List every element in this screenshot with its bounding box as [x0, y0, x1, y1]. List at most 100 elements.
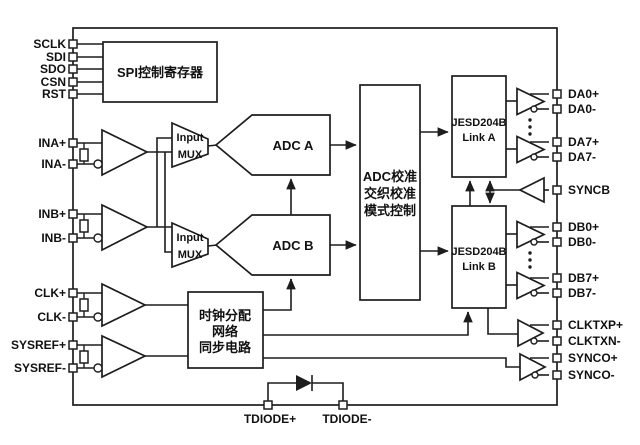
pin-clktxn-minus	[552, 336, 562, 346]
buffer-clktx-invert-bubble	[530, 337, 538, 345]
calibration-line1: ADC校准	[363, 169, 417, 184]
pin-da0-plus	[552, 89, 562, 99]
clock-distribution-line3: 同步电路	[199, 340, 252, 355]
pin-ina-minus	[68, 159, 78, 169]
pin-tdiode-minus	[338, 400, 348, 410]
pin-clk-minus	[68, 312, 78, 322]
pin-label-ina-plus: INA+	[38, 136, 66, 150]
pin-label-csn: CSN	[41, 75, 66, 89]
pin-label-sysref-minus: SYSREF-	[14, 361, 66, 375]
pin-inb-plus	[68, 209, 78, 219]
pin-clktxp-plus	[552, 320, 562, 330]
pin-label-sdi: SDI	[46, 50, 66, 64]
adc-b-label: ADC B	[272, 238, 313, 253]
input-mux-b-line2: MUX	[178, 249, 203, 261]
left-pin-labels: SCLK SDI SDO CSN RST INA+ INA- INB+ INB-…	[11, 37, 67, 375]
buffer-da7-invert-bubble	[530, 153, 538, 161]
jesd204b-link-b-line1: JESD204B	[451, 246, 506, 258]
clock-distribution-line2: 网络	[212, 324, 238, 339]
pin-ina-plus	[68, 138, 78, 148]
pin-da7-minus	[552, 152, 562, 162]
spi-control-register-block	[102, 41, 218, 103]
pin-label-db7-minus: DB7-	[568, 286, 596, 300]
amp-clk	[101, 282, 147, 328]
input-mux-b-block	[171, 221, 209, 269]
amp-ina	[101, 128, 149, 177]
jesd204b-link-b-block	[451, 205, 507, 309]
sysref-termination-resistor	[79, 350, 89, 364]
buffer-syncb	[518, 176, 545, 204]
pin-da0-minus	[552, 104, 562, 114]
adc-a-label: ADC A	[273, 138, 314, 153]
pin-csn	[68, 77, 78, 87]
amp-inb	[101, 203, 149, 252]
pin-label-db7-plus: DB7+	[568, 271, 599, 285]
input-mux-a-line2: MUX	[178, 149, 203, 161]
inb-termination-resistor	[79, 219, 89, 233]
pin-label-clk-minus: CLK-	[37, 310, 66, 324]
buffer-synco-invert-bubble	[531, 371, 539, 379]
pin-label-da7-plus: DA7+	[568, 135, 599, 149]
amp-sysref-invert-bubble	[93, 363, 103, 373]
pin-label-syncb: SYNCB	[568, 183, 610, 197]
pin-sclk	[68, 39, 78, 49]
output-buffers	[516, 87, 547, 382]
pin-sysref-plus	[68, 340, 78, 350]
pin-label-sdo: SDO	[40, 62, 66, 76]
pin-label-db0-minus: DB0-	[568, 235, 596, 249]
ina-termination-resistor	[79, 148, 89, 162]
jesd204b-link-a-line2: Link A	[462, 132, 495, 144]
pin-rst	[68, 89, 78, 99]
right-pins	[552, 89, 562, 380]
vertical-ellipsis-icon	[528, 251, 532, 269]
pin-label-da0-plus: DA0+	[568, 87, 599, 101]
clock-distribution-line1: 时钟分配	[199, 308, 251, 323]
pin-label-inb-minus: INB-	[41, 231, 66, 245]
amp-ina-invert-bubble	[93, 159, 103, 169]
clock-distribution-block	[187, 291, 264, 369]
amp-clk-invert-bubble	[93, 312, 103, 322]
pin-db0-plus	[552, 222, 562, 232]
input-mux-b-line1: Input	[177, 232, 204, 244]
spi-block-label: SPI控制寄存器	[117, 65, 204, 80]
pin-label-da7-minus: DA7-	[568, 150, 596, 164]
vertical-ellipsis-icon	[528, 118, 532, 136]
pin-label-tdiode-plus: TDIODE+	[244, 412, 296, 426]
pin-label-sclk: SCLK	[33, 37, 66, 51]
pin-label-synco-plus: SYNCO+	[568, 351, 618, 365]
input-mux-a-block	[171, 121, 209, 169]
right-pin-labels: DA0+ DA0- DA7+ DA7- SYNCB DB0+ DB0- DB7+…	[568, 87, 623, 382]
buffer-db7-invert-bubble	[530, 289, 538, 297]
pin-label-da0-minus: DA0-	[568, 102, 596, 116]
amp-inb-invert-bubble	[93, 233, 103, 243]
pin-sdi	[68, 52, 78, 62]
pin-label-clk-plus: CLK+	[34, 286, 66, 300]
pin-tdiode-plus	[263, 400, 273, 410]
pin-db7-plus	[552, 273, 562, 283]
thermal-diode-icon	[296, 375, 312, 391]
bottom-pins	[263, 400, 348, 410]
pin-label-clktxp-plus: CLKTXP+	[568, 318, 623, 332]
buffer-clktx	[517, 318, 545, 348]
adc-b-block	[214, 214, 331, 276]
left-pins	[68, 39, 78, 373]
calibration-line2: 交织校准	[364, 186, 416, 201]
pin-da7-plus	[552, 137, 562, 147]
calibration-line3: 模式控制	[364, 203, 416, 218]
pin-clk-plus	[68, 288, 78, 298]
bottom-pin-labels: TDIODE+ TDIODE-	[244, 412, 372, 426]
pin-label-synco-minus: SYNCO-	[568, 368, 615, 382]
pin-db0-minus	[552, 237, 562, 247]
pin-label-inb-plus: INB+	[38, 207, 66, 221]
buffer-da0-invert-bubble	[530, 105, 538, 113]
pin-label-ina-minus: INA-	[41, 157, 66, 171]
jesd204b-link-b-line2: Link B	[462, 261, 496, 273]
pin-inb-minus	[68, 233, 78, 243]
pin-label-tdiode-minus: TDIODE-	[322, 412, 371, 426]
clk-termination-resistor	[79, 298, 89, 312]
amp-sysref	[101, 334, 147, 379]
pin-label-sysref-plus: SYSREF+	[11, 338, 66, 352]
adc-calibration-block	[359, 84, 421, 301]
pin-label-db0-plus: DB0+	[568, 220, 599, 234]
